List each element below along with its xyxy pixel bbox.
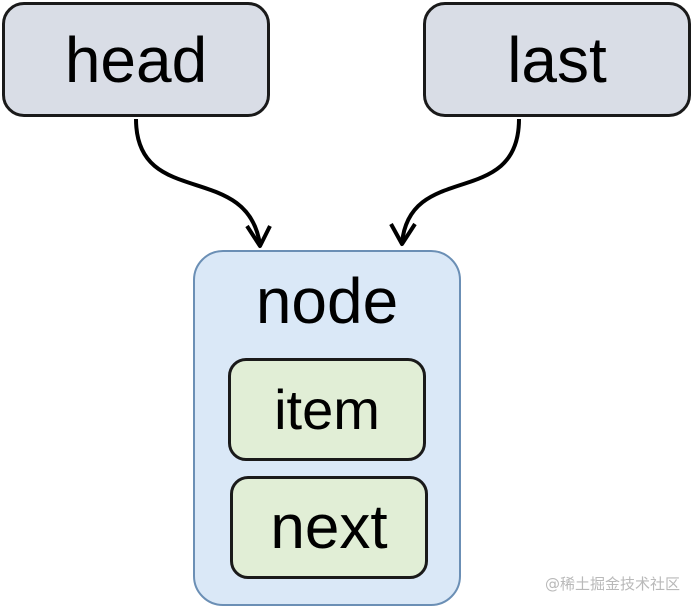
head-label: head [64,23,208,96]
arrowhead-head-to-node [245,224,272,248]
item-label: item [274,378,380,441]
item-field-box: item [228,358,426,461]
arrow-last-to-node [400,118,521,244]
arrowhead-last-to-node [389,222,417,246]
last-pointer-box: last [423,2,691,117]
node-label: node [255,265,399,337]
next-field-box: next [230,476,428,579]
head-pointer-box: head [2,2,270,117]
arrow-head-to-node [134,118,262,246]
next-label: next [270,493,388,562]
watermark: @稀土掘金技术社区 [544,575,680,593]
last-label: last [507,23,607,96]
